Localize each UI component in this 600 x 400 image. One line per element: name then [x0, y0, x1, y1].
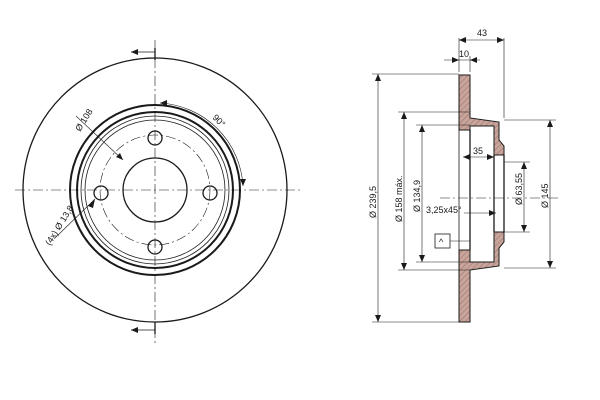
holes-dimension-label: (4x) Ø 13,8: [43, 204, 75, 247]
flange-width-label: 10: [459, 49, 469, 59]
pcd-dimension-label: Ø 108: [73, 107, 94, 133]
center-bore-label: Ø 63,55: [514, 173, 524, 205]
inner-diameter-label: Ø 134,9: [412, 180, 422, 212]
side-view: 43 10 35 Ø 239,5 Ø 158 máx. Ø 134,9: [368, 28, 560, 323]
symbol-label: ^: [439, 237, 444, 247]
section-marker-top: [131, 48, 156, 60]
front-view: 90° Ø 108 (4x) Ø 13,8: [15, 40, 300, 345]
disc-section-upper: [458, 74, 505, 156]
chamfer-label: 3,25x45°: [426, 205, 462, 215]
outer-diameter-label: Ø 239,5: [368, 186, 378, 218]
disc-section-lower: [458, 231, 505, 323]
pcd-leader: [75, 115, 124, 161]
holes-leader: [54, 198, 96, 239]
hub-diameter-label: Ø 145: [540, 183, 550, 208]
overall-width-label: 43: [477, 28, 487, 38]
bolt-hole-left: [93, 185, 109, 201]
bolt-hole-right: [202, 185, 218, 201]
max-diameter-label: Ø 158 máx.: [394, 175, 404, 222]
hub-depth-label: 35: [473, 146, 483, 156]
section-marker-bottom: [131, 322, 156, 334]
angle-dimension-arc: [159, 102, 244, 187]
